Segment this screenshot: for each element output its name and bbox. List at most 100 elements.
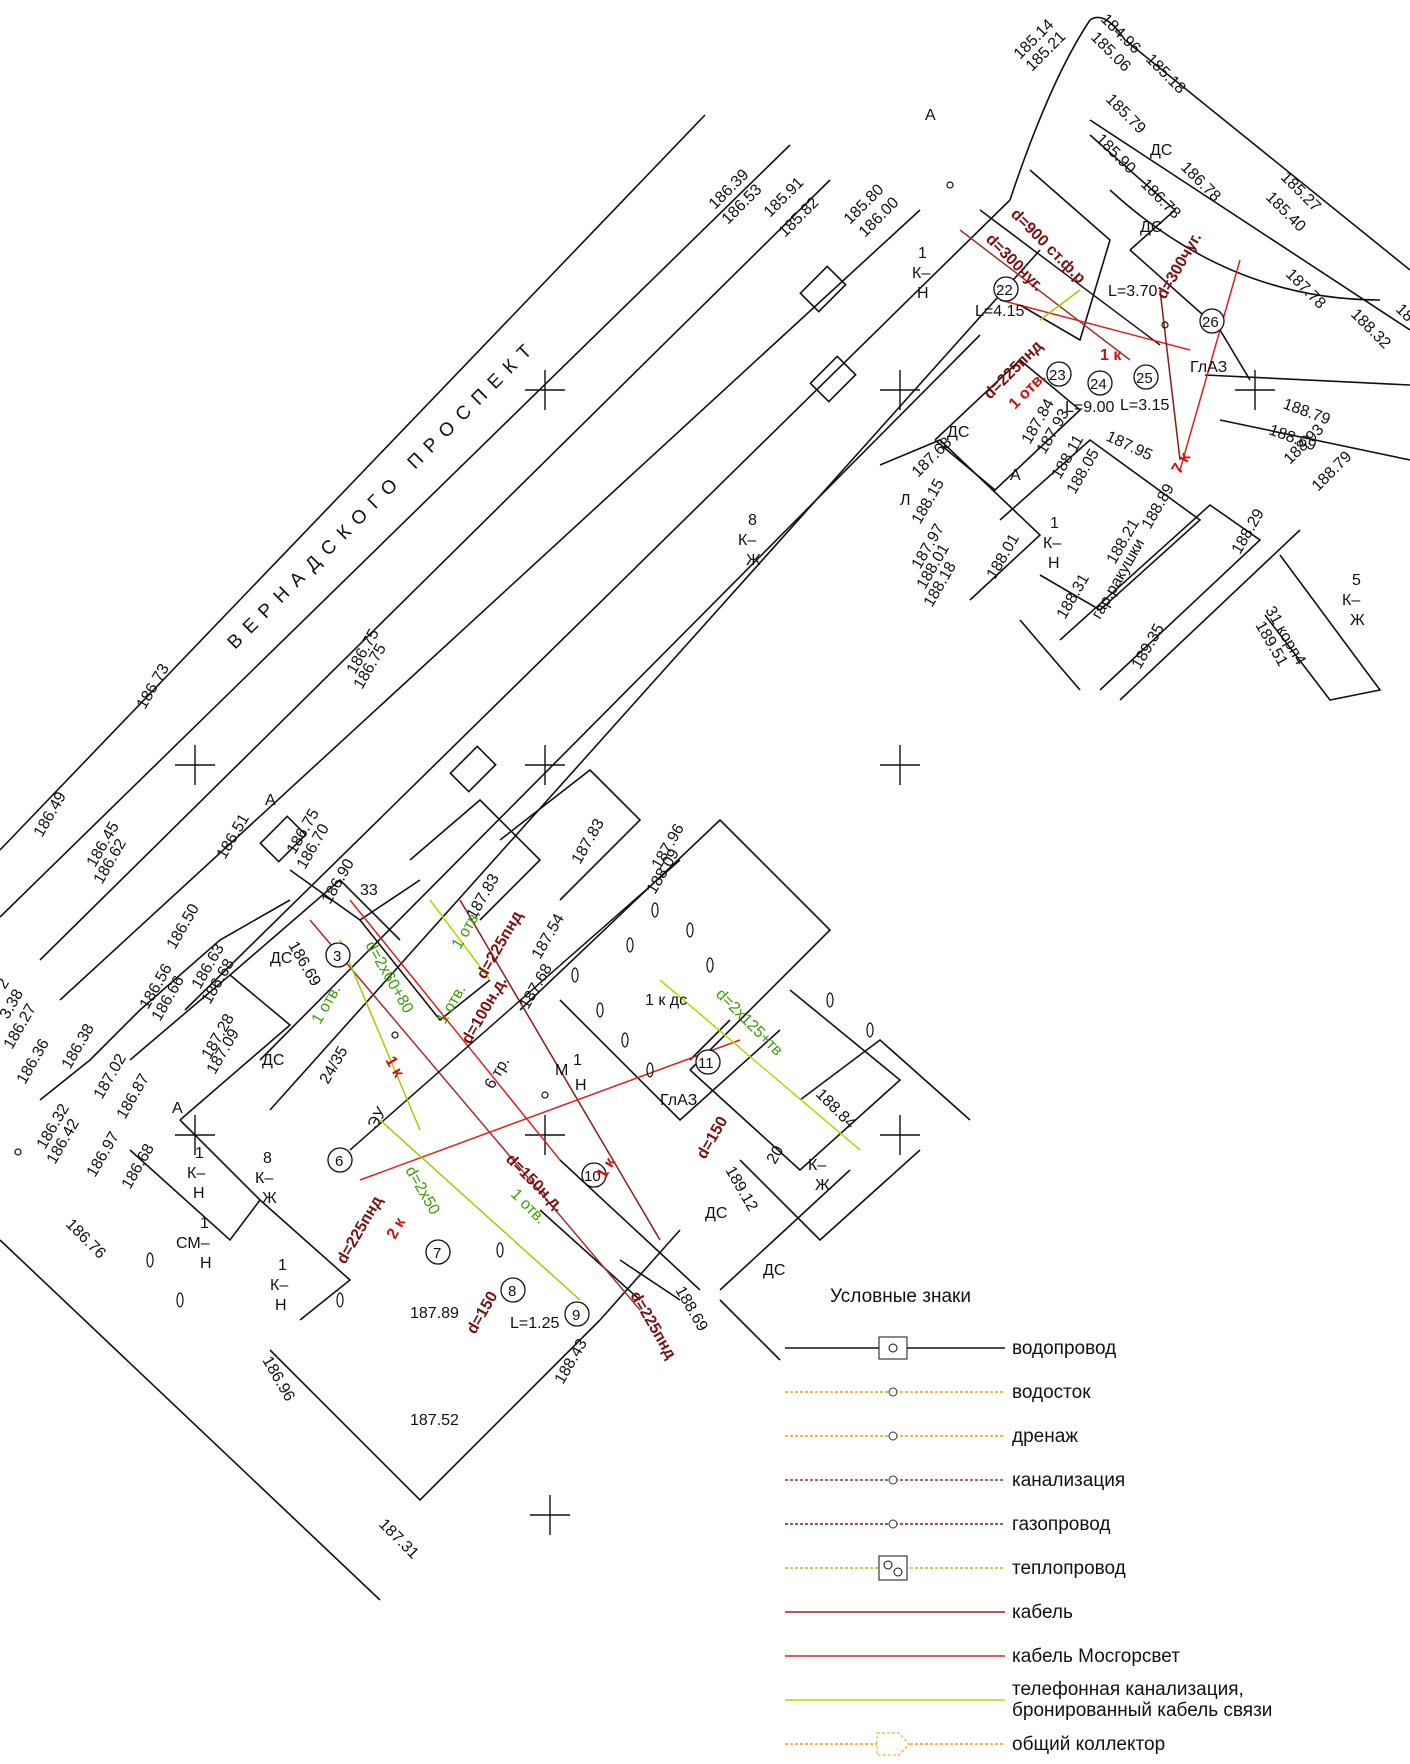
building-label-kzh-20: К– Ж xyxy=(808,1157,830,1194)
cable-msv-line xyxy=(1179,259,1241,471)
pipe-label: 1 отв. xyxy=(449,907,485,952)
elevation: 188.09 xyxy=(644,846,683,897)
elevation: 186.50 xyxy=(164,901,203,952)
svg-text:Н: Н xyxy=(200,1255,212,1272)
wells xyxy=(325,276,1225,1327)
cable-line xyxy=(999,299,1191,351)
pipe-label: d=150 xyxy=(464,1289,502,1337)
legend: Условные знаки водопроводводостокдренажк… xyxy=(785,1286,1272,1756)
building-label-kzh-8: 8 К– Ж xyxy=(738,512,761,569)
svg-text:1: 1 xyxy=(918,245,927,262)
svg-text:Ж: Ж xyxy=(815,1177,830,1194)
elevation: 189.12 xyxy=(722,1164,761,1215)
legend-label: дренаж xyxy=(1012,1426,1078,1447)
building-label-kn-1: 1 К– Н xyxy=(912,245,930,302)
elevation: 186.76 xyxy=(62,1216,109,1263)
glaz-label: ГлАЗ xyxy=(1190,359,1227,376)
elevation: 186.73 xyxy=(134,661,173,712)
heat-line xyxy=(1039,289,1081,321)
building-label: 1 к дс xyxy=(645,992,687,1009)
legend-item: дренаж xyxy=(785,1426,1078,1447)
eu-label: ЭУ xyxy=(365,1104,391,1132)
elevation: 188.79 xyxy=(1309,448,1356,495)
pipe-label: d=225пнд xyxy=(334,1193,386,1267)
elevation: 186.96 xyxy=(259,1354,298,1405)
legend-label: общий коллектор xyxy=(1012,1734,1165,1755)
elevation: 188.69 xyxy=(672,1284,711,1335)
svg-text:5: 5 xyxy=(1352,572,1361,589)
elevation: 186.49 xyxy=(31,789,70,840)
svg-text:1: 1 xyxy=(195,1145,204,1162)
length-label: L=3.15 xyxy=(1120,397,1169,414)
elevation: 186.90 xyxy=(319,856,358,907)
elevation: 186.78 xyxy=(1137,176,1184,223)
elevation: 186.38 xyxy=(59,1021,98,1072)
well-number: 6 xyxy=(335,1153,343,1170)
elevation: 187.95 xyxy=(1103,428,1155,464)
svg-text:1: 1 xyxy=(200,1215,209,1232)
building-label-kn-4: 1 К– Н xyxy=(270,1257,288,1314)
zone-letter: А xyxy=(1010,467,1021,484)
building-label-kn-2: 1 К– Н xyxy=(1043,515,1061,572)
pipe-label: d=2х60+80 xyxy=(362,939,417,1017)
elevation: 189.35 xyxy=(1129,621,1168,672)
svg-text:Н: Н xyxy=(193,1185,205,1202)
elevation: 188.89 xyxy=(1139,481,1178,532)
pipe-label: d=150 xyxy=(694,1114,732,1162)
svg-text:М: М xyxy=(555,1062,568,1079)
well-number: 25 xyxy=(1136,370,1153,387)
svg-text:К–: К– xyxy=(738,532,756,549)
ds-label: ДС xyxy=(1140,219,1162,236)
ds-label: ДС xyxy=(763,1262,785,1279)
legend-item: газопровод xyxy=(785,1514,1110,1535)
telecom-line xyxy=(659,979,861,1151)
water-line-2 xyxy=(349,859,681,1151)
zone-letter: А xyxy=(172,1100,183,1117)
length-label: L=3.70 xyxy=(1108,283,1157,300)
elevation: 187.68 xyxy=(517,961,556,1012)
heat-line-2 xyxy=(379,1119,581,1301)
pipe-label: 2 к xyxy=(384,1214,410,1242)
cable-line-3 xyxy=(359,1039,741,1181)
elevation: 188.32 xyxy=(1347,306,1394,353)
legend-item: общий коллектор xyxy=(785,1732,1165,1756)
ds-label: ДС xyxy=(1150,142,1172,159)
pipe-label: d=225пнд xyxy=(627,1289,679,1363)
elevation: 18 xyxy=(1392,301,1410,326)
legend-label: кабель xyxy=(1012,1602,1073,1623)
well-number: 9 xyxy=(572,1307,580,1324)
length-label: L=4.15 xyxy=(975,303,1024,320)
elevation: 187.83 xyxy=(569,816,608,867)
legend-item: водопровод xyxy=(785,1336,1116,1360)
gas-line-2 xyxy=(459,899,661,1241)
svg-text:8: 8 xyxy=(748,512,757,529)
well-number: 26 xyxy=(1202,314,1219,331)
elevation: 187.52 xyxy=(410,1412,459,1429)
utility-lines xyxy=(309,209,1241,1311)
zone-letter: А xyxy=(925,107,936,124)
elevation: 188.15 xyxy=(909,476,948,527)
house-number: 24/35 xyxy=(317,1044,352,1087)
well-number: 22 xyxy=(996,282,1013,299)
ds-label: ДС xyxy=(705,1205,727,1222)
legend-label: кабель Мосгорсвет xyxy=(1012,1646,1180,1667)
pipe-labels: d=900 ст.ф.р d=300чуг. d=300чуг. d=225пн… xyxy=(309,206,1205,1362)
svg-text:8: 8 xyxy=(263,1150,272,1167)
elevation: 185.90 xyxy=(1092,131,1139,178)
svg-text:Н: Н xyxy=(575,1077,587,1094)
pipe-label: 1 к xyxy=(1100,347,1122,364)
elevation: 188.84 xyxy=(812,1086,859,1133)
svg-text:К–: К– xyxy=(912,265,930,282)
roads-and-curbs xyxy=(0,16,1410,1601)
legend-item: телефонная канализация,бронированный каб… xyxy=(785,1679,1272,1721)
svg-text:К–: К– xyxy=(270,1277,288,1294)
legend-label: бронированный кабель связи xyxy=(1012,1700,1272,1721)
length-label: L=9.00 xyxy=(1065,399,1114,416)
pipe-label: 1 к xyxy=(382,1054,408,1082)
well-number: 10 xyxy=(584,1168,601,1185)
pipe-label: d=2х125+тв xyxy=(712,986,786,1060)
elevation: 187.89 xyxy=(410,1305,459,1322)
svg-text:Н: Н xyxy=(917,285,929,302)
legend-label: водопровод xyxy=(1012,1338,1116,1359)
ds-label: ДС xyxy=(262,1052,284,1069)
